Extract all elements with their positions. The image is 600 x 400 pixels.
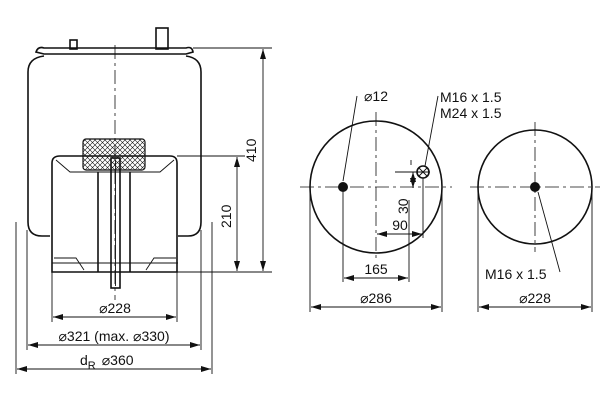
piston-body [51,155,178,273]
top-plate-view: ⌀12 M16 x 1.5 M24 x 1.5 30 90 165 ⌀286 [300,88,502,312]
center-hole-dot [530,182,540,192]
thread-label-bottom: M16 x 1.5 [485,266,547,282]
dim-height-210: 210 [218,204,234,228]
hole-dia-label: ⌀12 [364,88,388,104]
bottom-plate-view: M16 x 1.5 ⌀228 [470,122,600,312]
dim-offset-90: 90 [392,217,408,233]
thread-label-m16: M16 x 1.5 [440,89,502,105]
dim-piston-dia: ⌀228 [99,300,131,316]
top-stud-small [69,39,78,50]
dim-plate-dia-228: ⌀228 [519,290,551,306]
hole-dot [338,182,348,192]
bump-stop-hatched [82,138,146,171]
dim-rolling-dia: dR⌀360 [80,352,134,372]
dim-offset-30: 30 [395,198,411,214]
top-stud-large [155,27,169,50]
dim-bellow-dia: ⌀321 (max. ⌀330) [58,328,169,344]
dim-height-410: 410 [243,138,259,162]
air-spring-side-view: 410 210 ⌀228 ⌀321 (max. ⌀330) dR⌀360 [15,27,272,374]
bellow-outline [27,55,202,237]
center-rod [110,157,121,289]
dim-spacing-165: 165 [364,261,388,277]
thread-label-m24: M24 x 1.5 [440,105,502,121]
dim-plate-dia-286: ⌀286 [360,290,392,306]
top-plate [34,46,194,55]
